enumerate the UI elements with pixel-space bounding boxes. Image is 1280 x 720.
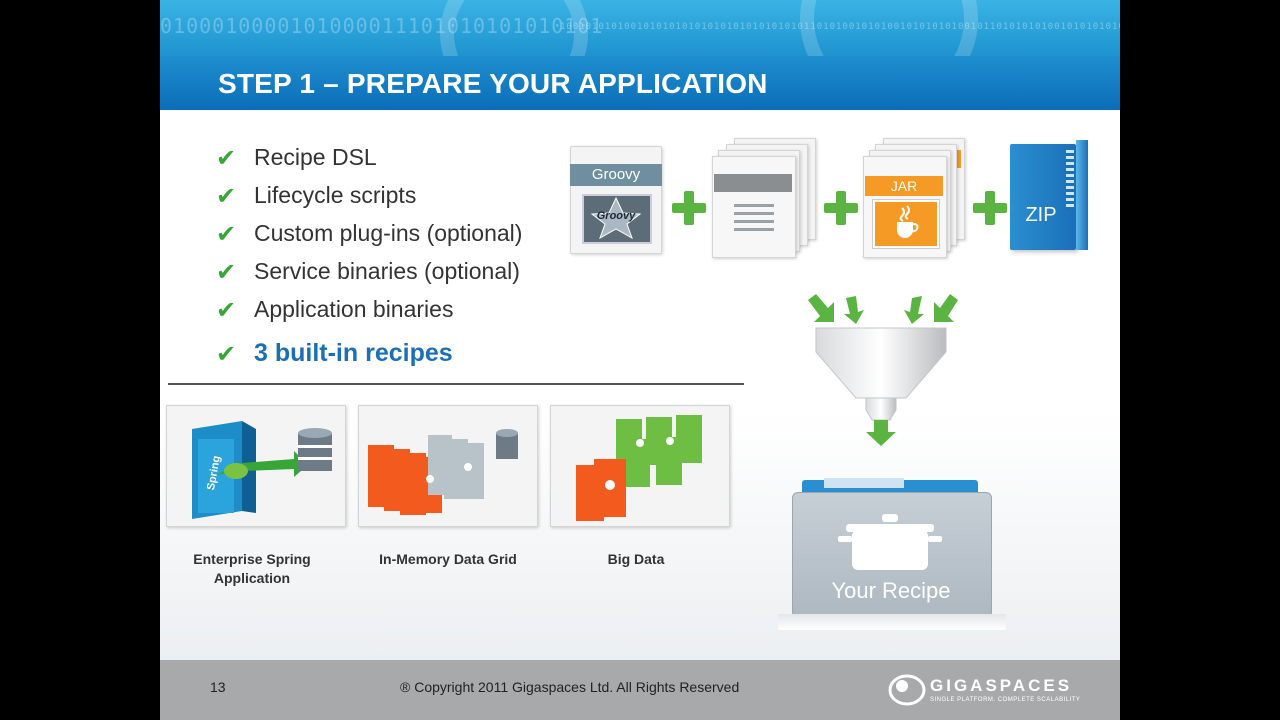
check-icon: ✔ bbox=[216, 183, 237, 210]
logo-tagline: SINGLE PLATFORM. COMPLETE SCALABILITY bbox=[930, 697, 1081, 703]
zip-label: ZIP bbox=[1025, 204, 1057, 226]
plus-icon bbox=[973, 191, 1007, 225]
decorative-ring bbox=[440, 0, 588, 56]
jar-label: JAR bbox=[890, 178, 918, 194]
data-grid-icon bbox=[368, 429, 518, 515]
groovy-logo-text: Groovy bbox=[596, 210, 636, 222]
recipe-label: In-Memory Data Grid bbox=[379, 551, 517, 567]
page-number: 13 bbox=[210, 679, 226, 695]
your-recipe-folder: Your Recipe bbox=[778, 478, 1006, 632]
presentation-slide: 0100010000101000011101010101010101 10010… bbox=[160, 0, 1120, 720]
list-item-text: Lifecycle scripts bbox=[254, 182, 417, 208]
check-icon: ✔ bbox=[216, 259, 237, 286]
gigaspaces-logo-icon bbox=[888, 674, 926, 706]
list-item-text: Application binaries bbox=[254, 296, 454, 322]
jar-file-icon: JAR bbox=[863, 138, 967, 258]
groovy-file-icon: Groovy Groovy bbox=[570, 146, 662, 254]
logo-text: GIGASPACES bbox=[930, 676, 1073, 695]
title-bar: STEP 1 – PREPARE YOUR APPLICATION bbox=[160, 56, 1120, 110]
copyright-text: ® Copyright 2011 Gigaspaces Ltd. All Rig… bbox=[400, 679, 740, 695]
recipe-card-imdg bbox=[358, 405, 538, 527]
groovy-label: Groovy bbox=[591, 166, 641, 183]
list-item-text: Custom plug-ins (optional) bbox=[254, 220, 523, 246]
cooking-pot-icon bbox=[838, 514, 942, 570]
groovy-star-icon bbox=[590, 196, 642, 240]
header-decoration: 0100010000101000011101010101010101 10010… bbox=[160, 0, 1120, 56]
spring-server-icon bbox=[192, 421, 332, 519]
zip-file-icon: ZIP bbox=[1010, 140, 1092, 254]
binary-pattern: 0100010000101000011101010101010101 bbox=[160, 14, 604, 38]
check-icon: ✔ bbox=[216, 341, 237, 368]
binary-pattern-small: 1001010101001010101010101010101010101011… bbox=[560, 22, 1120, 32]
database-icon bbox=[496, 429, 518, 459]
divider bbox=[168, 383, 744, 385]
plus-icon bbox=[824, 191, 858, 225]
slide-title: STEP 1 – PREPARE YOUR APPLICATION bbox=[218, 68, 768, 99]
list-item-text: Recipe DSL bbox=[254, 144, 377, 170]
plus-icon bbox=[672, 191, 706, 225]
list-item-text: Service binaries (optional) bbox=[254, 258, 520, 284]
text-file-icon bbox=[712, 138, 822, 258]
decorative-ring bbox=[800, 0, 978, 56]
slide-footer: 13 ® Copyright 2011 Gigaspaces Ltd. All … bbox=[160, 660, 1120, 720]
recipe-card-big-data bbox=[550, 405, 730, 527]
your-recipe-label: Your Recipe bbox=[831, 578, 951, 603]
big-data-icon bbox=[576, 415, 702, 521]
check-icon: ✔ bbox=[216, 145, 237, 172]
gigaspaces-logo: GIGASPACES SINGLE PLATFORM. COMPLETE SCA… bbox=[888, 672, 1081, 708]
recipe-label: Enterprise Spring Application bbox=[193, 551, 311, 586]
check-icon: ✔ bbox=[216, 297, 237, 324]
recipe-label: Big Data bbox=[607, 551, 665, 567]
java-cup-icon bbox=[897, 205, 919, 238]
database-icon bbox=[298, 428, 332, 471]
recipe-card-spring: Spring bbox=[166, 405, 346, 527]
check-icon: ✔ bbox=[216, 221, 237, 248]
funnel-icon bbox=[808, 294, 958, 446]
built-in-recipes-text: 3 built-in recipes bbox=[254, 339, 453, 367]
